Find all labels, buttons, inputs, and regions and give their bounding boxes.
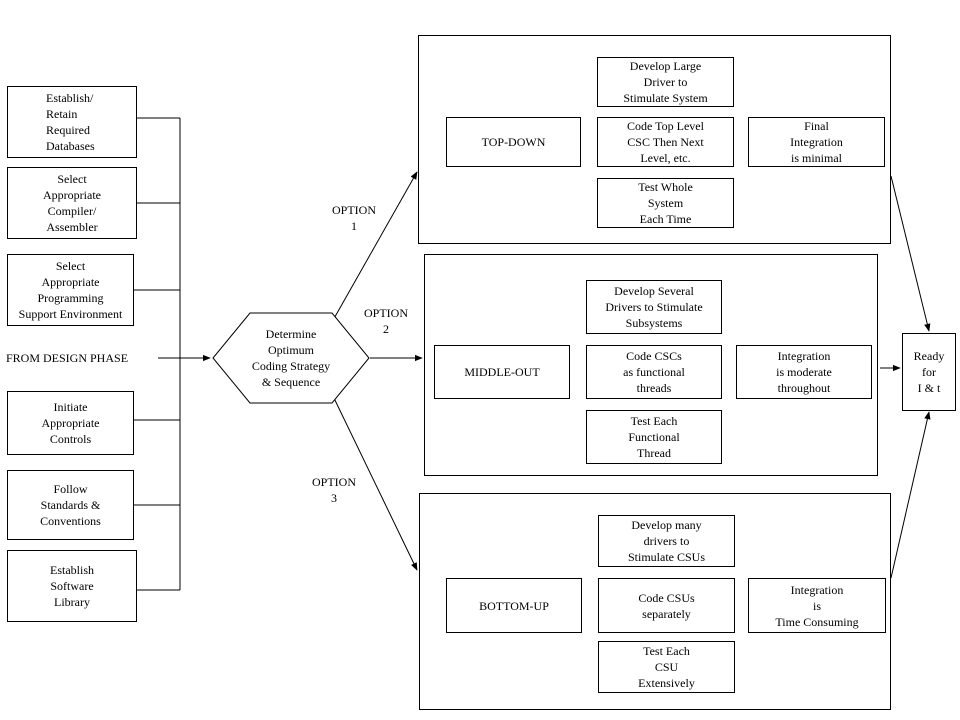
top-down-code: Code Top Level CSC Then Next Level, etc.: [597, 117, 734, 167]
step-establish-databases: Establish/ Retain Required Databases: [7, 86, 137, 158]
middle-out-test: Test Each Functional Thread: [586, 410, 722, 464]
step-follow-standards: Follow Standards & Conventions: [7, 470, 134, 540]
result-ready-for-it: Ready for I & t: [902, 333, 956, 411]
decision-hexagon: Determine Optimum Coding Strategy & Sequ…: [212, 312, 370, 404]
option-3-label: OPTION 3: [312, 475, 356, 505]
option-2-label: OPTION 2: [364, 306, 408, 336]
bottom-up-code: Code CSUs separately: [598, 578, 735, 633]
top-down-integration: Final Integration is minimal: [748, 117, 885, 167]
source-label: FROM DESIGN PHASE: [6, 351, 129, 365]
option-1-label: OPTION 1: [332, 203, 376, 233]
middle-out-name: MIDDLE-OUT: [434, 345, 570, 399]
bottom-up-drivers: Develop many drivers to Stimulate CSUs: [598, 515, 735, 567]
step-select-programming-environment: Select Appropriate Programming Support E…: [7, 254, 134, 326]
top-down-drivers: Develop Large Driver to Stimulate System: [597, 57, 734, 107]
bottom-up-integration: Integration is Time Consuming: [748, 578, 886, 633]
top-down-name: TOP-DOWN: [446, 117, 581, 167]
bottom-up-name: BOTTOM-UP: [446, 578, 582, 633]
step-select-compiler: Select Appropriate Compiler/ Assembler: [7, 167, 137, 239]
decision-label: Determine Optimum Coding Strategy & Sequ…: [251, 327, 331, 389]
top-down-test: Test Whole System Each Time: [597, 178, 734, 228]
step-establish-library: Establish Software Library: [7, 550, 137, 622]
middle-out-code: Code CSCs as functional threads: [586, 345, 722, 399]
step-initiate-controls: Initiate Appropriate Controls: [7, 391, 134, 455]
bottom-up-test: Test Each CSU Extensively: [598, 641, 735, 693]
middle-out-integration: Integration is moderate throughout: [736, 345, 872, 399]
middle-out-drivers: Develop Several Drivers to Stimulate Sub…: [586, 280, 722, 334]
